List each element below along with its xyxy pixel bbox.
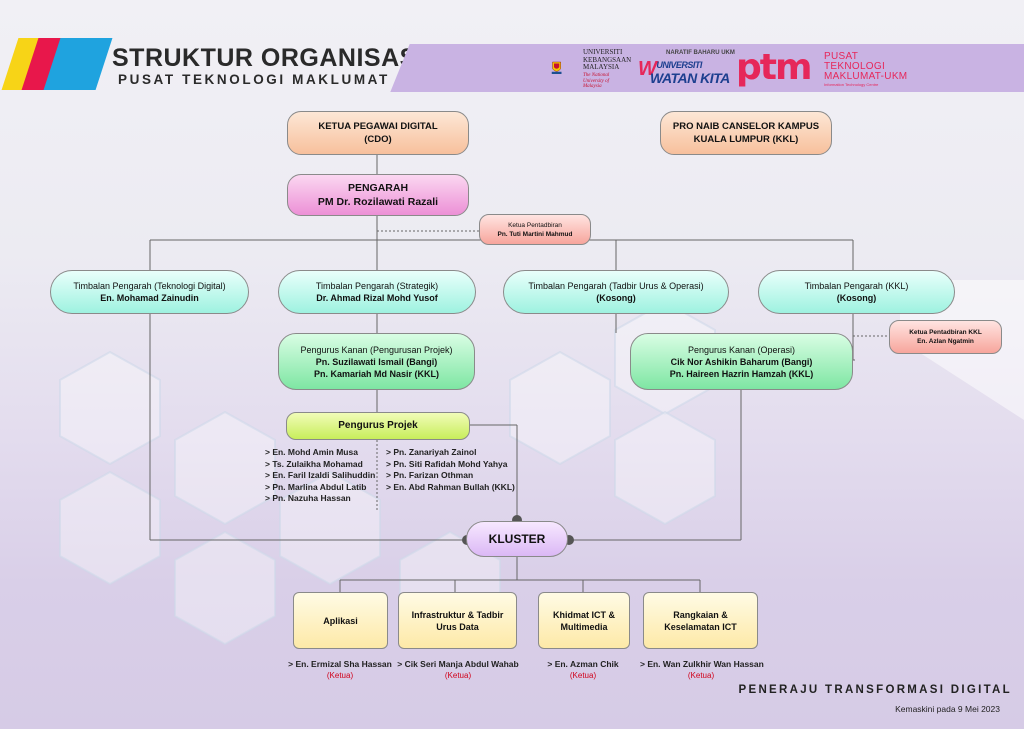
header-logo-bar bbox=[412, 44, 1024, 92]
cluster-rangkaian: Rangkaian & Keselamatan ICT bbox=[643, 592, 758, 649]
cluster-infrastruktur: Infrastruktur & Tadbir Urus Data bbox=[398, 592, 517, 649]
footer-tagline: PENERAJU TRANSFORMASI DIGITAL bbox=[738, 684, 1012, 696]
node-ketua-pentadbiran-kkl: Ketua Pentadbiran KKL En. Azlan Ngatmin bbox=[889, 320, 1002, 354]
node-pk-pengurusan-projek: Pengurus Kanan (Pengurusan Projek) Pn. S… bbox=[278, 333, 475, 390]
list-item: > Pn. Farizan Othman bbox=[386, 470, 474, 480]
node-tp-strategik: Timbalan Pengarah (Strategik) Dr. Ahmad … bbox=[278, 270, 476, 314]
ptm-logo: ptm bbox=[736, 47, 812, 88]
ukm-crest-icon bbox=[551, 61, 562, 74]
node-kluster: KLUSTER bbox=[466, 521, 568, 557]
ukm-tagline: The National University of Malaysia bbox=[583, 73, 610, 89]
footer-updated: Kemaskini pada 9 Mei 2023 bbox=[895, 704, 1000, 714]
list-item: > En. Faril Izaldi Salihuddin bbox=[265, 470, 376, 480]
ptm-wordmark: PUSAT TEKNOLOGI MAKLUMAT-UKM bbox=[824, 51, 908, 82]
node-ketua-pentadbiran: Ketua Pentadbiran Pn. Tuti Martini Mahmu… bbox=[479, 214, 591, 245]
list-item: > Pn. Nazuha Hassan bbox=[265, 493, 351, 503]
node-tp-kkl: Timbalan Pengarah (KKL) (Kosong) bbox=[758, 270, 955, 314]
list-item: > Ts. Zulaikha Mohamad bbox=[265, 458, 363, 469]
ptm-subtext: Information Technology Centre bbox=[824, 82, 879, 87]
node-tp-teknologi-digital: Timbalan Pengarah (Teknologi Digital) En… bbox=[50, 270, 249, 314]
cluster-head-aplikasi: > En. Ermizal Sha Hassan (Ketua) bbox=[288, 659, 392, 680]
node-pro-naib-canselor: PRO NAIB CANSELOR KAMPUS KUALA LUMPUR (K… bbox=[660, 111, 832, 155]
cluster-head-infrastruktur: > Cik Seri Manja Abdul Wahab (Ketua) bbox=[397, 659, 519, 680]
node-pengurus-projek: Pengurus Projek bbox=[286, 412, 470, 440]
page-title: STRUKTUR ORGANISASI bbox=[112, 44, 425, 72]
list-item: > En. Mohd Amin Musa bbox=[265, 447, 358, 457]
page-subtitle: PUSAT TEKNOLOGI MAKLUMAT bbox=[118, 72, 390, 87]
cluster-khidmat-ict: Khidmat ICT & Multimedia bbox=[538, 592, 630, 649]
uwk-tagline: NARATIF BAHARU UKM bbox=[666, 50, 735, 56]
project-team-left: > En. Mohd Amin Musa > Ts. Zulaikha Moha… bbox=[265, 447, 375, 505]
cluster-aplikasi: Aplikasi bbox=[293, 592, 388, 649]
node-tp-tadbir-urus-operasi: Timbalan Pengarah (Tadbir Urus & Operasi… bbox=[503, 270, 729, 314]
node-cdo: KETUA PEGAWAI DIGITAL (CDO) bbox=[287, 111, 469, 155]
cluster-head-rangkaian: > En. Wan Zulkhir Wan Hassan (Ketua) bbox=[640, 659, 764, 680]
list-item: > Pn. Siti Rafidah Mohd Yahya bbox=[386, 458, 508, 469]
project-team-right: > Pn. Zanariyah Zainol > Pn. Siti Rafida… bbox=[386, 447, 515, 493]
list-item: > En. Abd Rahman Bullah (KKL) bbox=[386, 481, 515, 492]
list-item: > Pn. Marlina Abdul Latib bbox=[265, 481, 367, 492]
list-item: > Pn. Zanariyah Zainol bbox=[386, 447, 477, 457]
cluster-head-khidmat-ict: > En. Azman Chik (Ketua) bbox=[547, 659, 619, 680]
ukm-wordmark: UNIVERSITI KEBANGSAAN MALAYSIA bbox=[583, 48, 632, 72]
uwk-logo: WUNIVERSITI WATAN KITA bbox=[638, 58, 730, 86]
node-pengarah: PENGARAH PM Dr. Rozilawati Razali bbox=[287, 174, 469, 216]
node-pk-operasi: Pengurus Kanan (Operasi) Cik Nor Ashikin… bbox=[630, 333, 853, 390]
